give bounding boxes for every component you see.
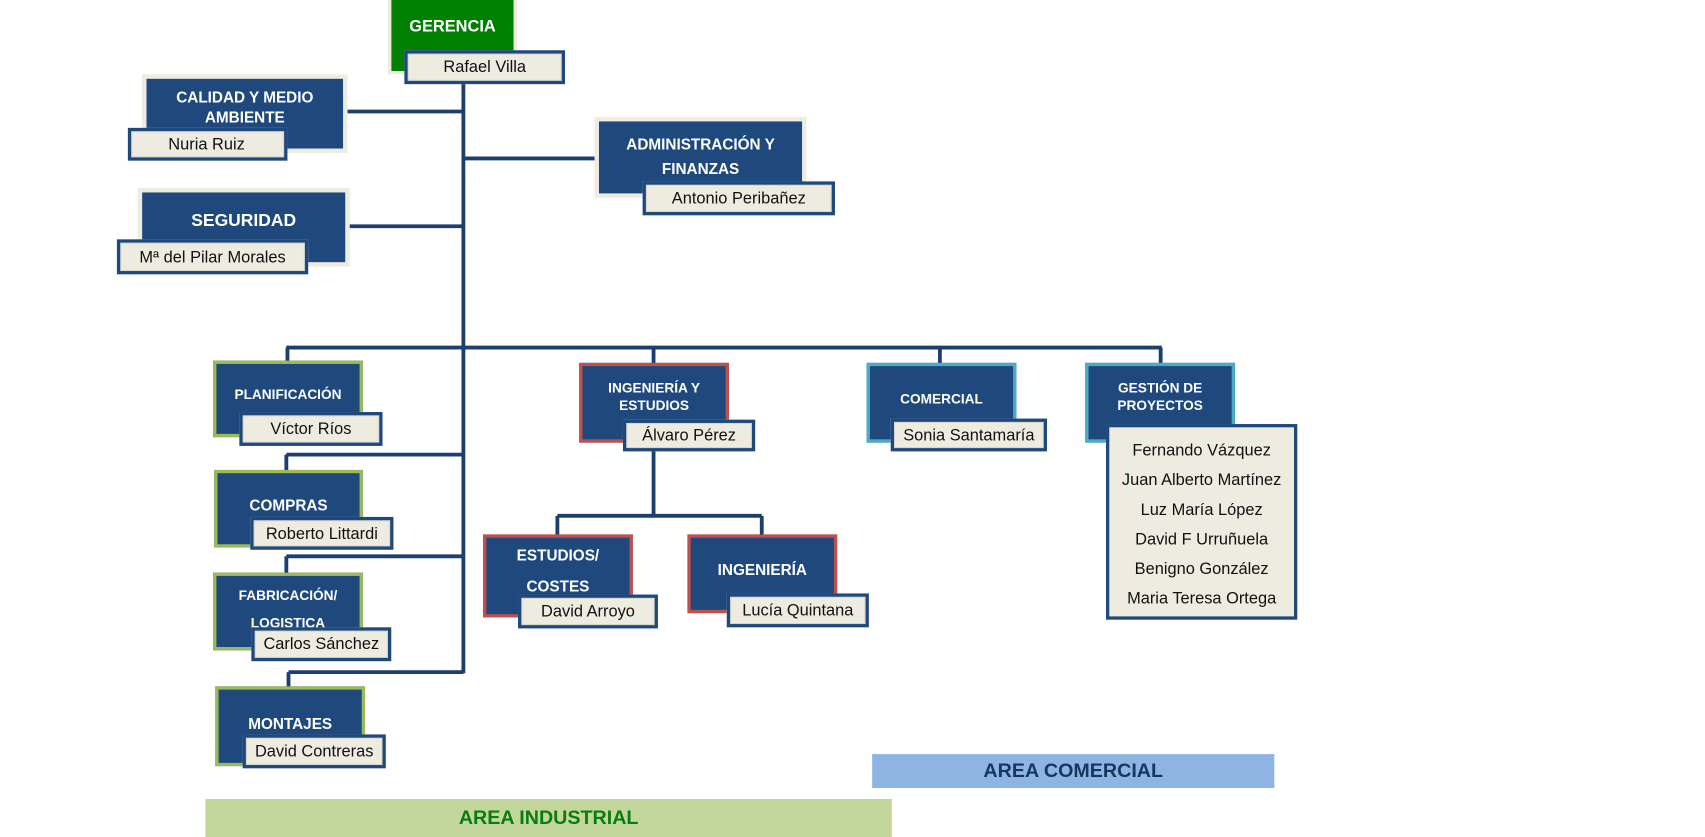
gestion-proyectos-members: Fernando Vázquez Juan Alberto Martínez L…	[1106, 424, 1298, 620]
gerencia-title: GERENCIA	[409, 17, 496, 37]
ingenieria-estudios-name: Álvaro Pérez	[622, 419, 756, 452]
ingenieria-estudios-title: INGENIERÍA Y ESTUDIOS	[608, 380, 701, 414]
calidad-name: Nuria Ruiz	[127, 127, 288, 161]
ingenieria-name: Lucía Quintana	[726, 593, 869, 628]
fabricacion-title: FABRICACIÓN/ LOGISTICA	[238, 587, 338, 631]
administracion-name: Antonio Peribañez	[642, 181, 835, 216]
compras-unit[interactable]: COMPRAS	[214, 469, 363, 548]
comercial-name: Sonia Santamaría	[890, 418, 1047, 452]
montajes-name: David Contreras	[242, 734, 386, 769]
member-name: David F Urruñuela	[1135, 530, 1269, 549]
montajes-title: MONTAJES	[248, 714, 333, 733]
compras-title: COMPRAS	[249, 496, 328, 514]
comercial-title: COMERCIAL	[900, 391, 983, 407]
administracion-title: ADMINISTRACIÓN Y FINANZAS	[626, 135, 775, 178]
estudios-costes-name: David Arroyo	[518, 594, 658, 629]
planificacion-title: PLANIFICACIÓN	[234, 386, 342, 403]
member-name: Luz María López	[1140, 500, 1263, 520]
planificacion-name: Víctor Ríos	[239, 412, 383, 446]
ingenieria-title: INGENIERÍA	[717, 560, 807, 579]
area-comercial-label: AREA COMERCIAL	[872, 754, 1275, 788]
member-name: Fernando Vázquez	[1132, 441, 1271, 461]
seguridad-title: SEGURIDAD	[191, 212, 297, 231]
fabricacion-name: Carlos Sánchez	[251, 627, 392, 662]
gerencia-name: Rafael Villa	[404, 50, 566, 85]
member-name: Juan Alberto Martínez	[1121, 471, 1282, 490]
compras-name: Roberto Littardi	[250, 516, 394, 550]
calidad-title: CALIDAD Y MEDIO AMBIENTE	[176, 88, 314, 126]
gestion-proyectos-title: GESTIÓN DE PROYECTOS	[1117, 380, 1203, 414]
member-name: Benigno González	[1134, 559, 1269, 579]
member-name: Maria Teresa Ortega	[1127, 589, 1277, 608]
area-industrial-label: AREA INDUSTRIAL	[205, 798, 892, 837]
estudios-costes-title: ESTUDIOS/ COSTES	[516, 546, 600, 595]
seguridad-name: Mª del Pilar Morales	[116, 239, 309, 275]
